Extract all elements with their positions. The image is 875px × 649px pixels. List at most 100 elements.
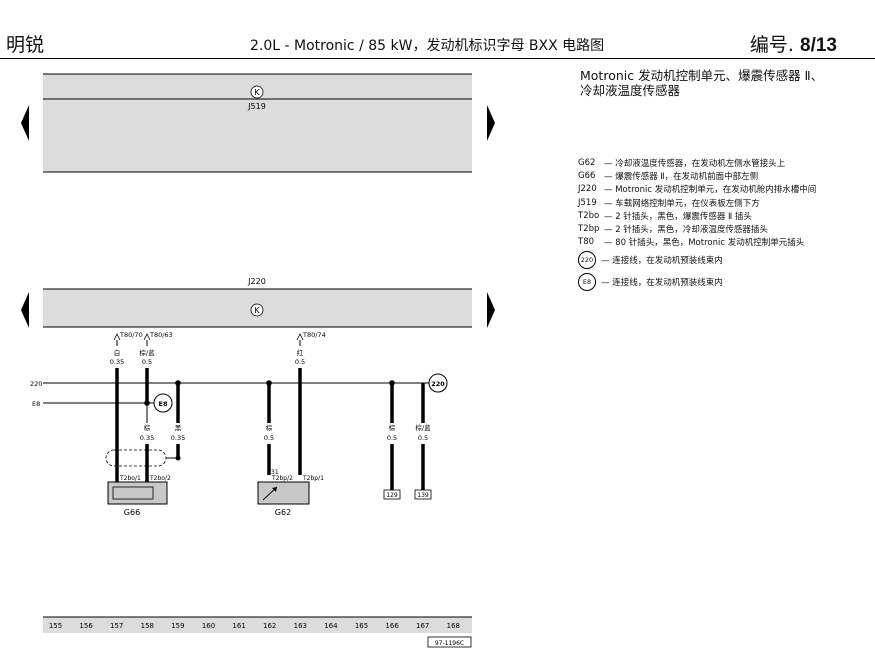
pin-t80-63: T80/63: [149, 331, 173, 339]
header-brand: 明锐: [6, 34, 45, 56]
wire-size-label: 0.5: [387, 434, 397, 442]
wire-size-label: 0.35: [171, 434, 185, 442]
legend-item-t2bp: T2bp— 2 针插头，黑色，冷却液温度传感器插头: [578, 222, 816, 235]
j220-label: J220: [247, 277, 266, 286]
page-number-value: 8/13: [800, 35, 837, 56]
g66-pin2-label: T2bo/2: [149, 475, 171, 482]
legend-code: T80: [578, 237, 595, 248]
k-symbol-icon: [250, 303, 264, 317]
diagram-title: 2.0L - Motronic / 85 kW，发动机标识字母 BXX 电路图: [250, 38, 605, 54]
g62-label: G62: [275, 508, 291, 517]
ruler-label: 155: [49, 622, 62, 630]
legend-title-line-2: 冷却液温度传感器: [580, 83, 681, 98]
k-symbol-text: K: [254, 306, 260, 315]
ruler-label: 157: [110, 622, 123, 630]
legend-text: — 连接线，在发动机预装线束内: [601, 278, 723, 289]
legend-code: G66: [578, 170, 596, 181]
connector-220-node: [428, 373, 448, 393]
wire-color-label: 棕/蓝: [415, 423, 431, 432]
g66-label: G66: [124, 508, 140, 517]
prev-page-arrow-icon[interactable]: [21, 105, 29, 141]
wire-size-label: 0.5: [142, 358, 152, 366]
wire-color-label: 棕: [266, 423, 273, 432]
connector-circle-icon: 220: [578, 251, 596, 270]
ruler-label: 166: [385, 622, 399, 630]
ref-139-text: 139: [417, 492, 429, 499]
wire-color-label: 棕/蓝: [139, 348, 155, 357]
legend-item-g62: G62 — 冷却液温度传感器，在发动机左侧水管接头上: [578, 156, 816, 169]
ruler-label: 163: [294, 622, 307, 630]
connector-circle-icon: E8: [578, 273, 596, 292]
pin-marker-icon: [113, 333, 121, 341]
legend-code: G62: [578, 157, 596, 168]
g62-pin1-label: T2bp/1: [302, 475, 324, 482]
g62-pin2-label: T2bp/2: [271, 475, 293, 482]
ruler-labels: 155 156 157 158 159 160 161 162 163 164 165 166 167 1…: [49, 622, 460, 630]
ruler-label: 164: [324, 622, 338, 630]
header-divider: [0, 58, 875, 59]
legend-item-j220: J220 — Motronic 发动机控制单元，在发动机舱内排水槽中间: [578, 183, 816, 196]
doc-id: 97-1196C: [435, 640, 464, 647]
legend-item-t80: T80 — 80 针插头，黑色，Motronic 发动机控制单元插头: [578, 236, 816, 249]
line-e8-label: E8: [32, 400, 40, 408]
legend-connector-e8: E8 — 连接线，在发动机预装线束内: [578, 271, 816, 293]
legend-text: — 2 针插头，黑色，爆震传感器 Ⅱ 插头: [604, 211, 752, 222]
legend-title: Motronic 发动机控制单元、爆震传感器 Ⅱ、 冷却液温度传感器: [580, 68, 860, 98]
prev-page-arrow-icon[interactable]: [21, 292, 29, 328]
connector-220-text: 220: [431, 380, 445, 388]
legend-code: T2bo: [578, 210, 600, 221]
wire-color-label: 黑: [175, 424, 182, 432]
ruler-label: 168: [447, 622, 460, 630]
legend-item-t2bo: T2bo — 2 针插头，黑色，爆震传感器 Ⅱ 插头: [578, 209, 816, 222]
wire-color-label: 白: [114, 348, 121, 357]
g62-pin-31: 31: [271, 469, 279, 476]
j519-label: J519: [247, 102, 266, 111]
wire-size-label: 0.35: [110, 358, 124, 366]
ref-box-129: [383, 489, 401, 500]
page-number-prefix: 编号.: [749, 34, 794, 56]
wire-size-label: 0.35: [140, 434, 154, 442]
g62-sensor: [257, 481, 310, 505]
ref-box-139: [414, 489, 432, 500]
g66-sensor: [107, 481, 168, 505]
ruler-label: 158: [141, 622, 154, 630]
legend-text: — 车载网络控制单元，在仪表板左侧下方: [604, 198, 760, 209]
g66-pin1-label: T2bo/1: [119, 475, 141, 482]
legend-text: — 2 针插头，黑色，冷却液温度传感器插头: [604, 225, 768, 236]
ruler-label: 159: [171, 622, 184, 630]
wire-color-label: 棕: [389, 423, 396, 432]
legend-text: — Motronic 发动机控制单元，在发动机舱内排水槽中间: [604, 185, 817, 196]
legend-code: J220: [578, 184, 597, 195]
wire-size-label: 0.5: [295, 358, 305, 366]
legend-title-line-1: Motronic 发动机控制单元、爆震传感器 Ⅱ、: [580, 68, 824, 83]
legend-text: — 爆震传感器 Ⅱ，在发动机前面中部左侧: [604, 171, 759, 182]
connector-e8-node: [153, 393, 173, 413]
next-page-arrow-icon[interactable]: [487, 292, 495, 328]
next-page-arrow-icon[interactable]: [487, 105, 495, 141]
legend-text: — 80 针插头，黑色，Motronic 发动机控制单元插头: [604, 238, 805, 249]
ref-129-text: 129: [386, 492, 398, 499]
position-ruler: [43, 617, 472, 633]
ruler-label: 160: [202, 622, 215, 630]
ruler-label: 156: [79, 622, 93, 630]
k-symbol-text: K: [254, 88, 260, 97]
wire-size-label: 0.5: [418, 434, 428, 442]
ruler-label: 165: [355, 622, 368, 630]
pin-t80-70: T80/70: [119, 331, 143, 339]
doc-id-box: [427, 636, 472, 648]
wire-color-label: 棕: [144, 423, 151, 432]
line-220-label: 220: [30, 380, 42, 388]
legend-item-j519: J519 — 车载网络控制单元，在仪表板左侧下方: [578, 196, 816, 209]
pin-marker-icon: [143, 333, 151, 341]
ruler-label: 167: [416, 622, 429, 630]
component-legend: G62 — 冷却液温度传感器，在发动机左侧水管接头上 G66 — 爆震传感器 Ⅱ，在…: [578, 156, 816, 293]
legend-text: — 冷却液温度传感器，在发动机左侧水管接头上: [604, 158, 786, 169]
ruler-label: 162: [263, 622, 276, 630]
g66-sensor-inner: [112, 486, 154, 500]
k-symbol-icon: [250, 85, 264, 99]
page-number: 编号. 8/13: [750, 30, 837, 57]
legend-code: J519: [578, 197, 597, 208]
pin-t80-74: T80/74: [302, 331, 326, 339]
ruler-label: 161: [232, 622, 245, 630]
